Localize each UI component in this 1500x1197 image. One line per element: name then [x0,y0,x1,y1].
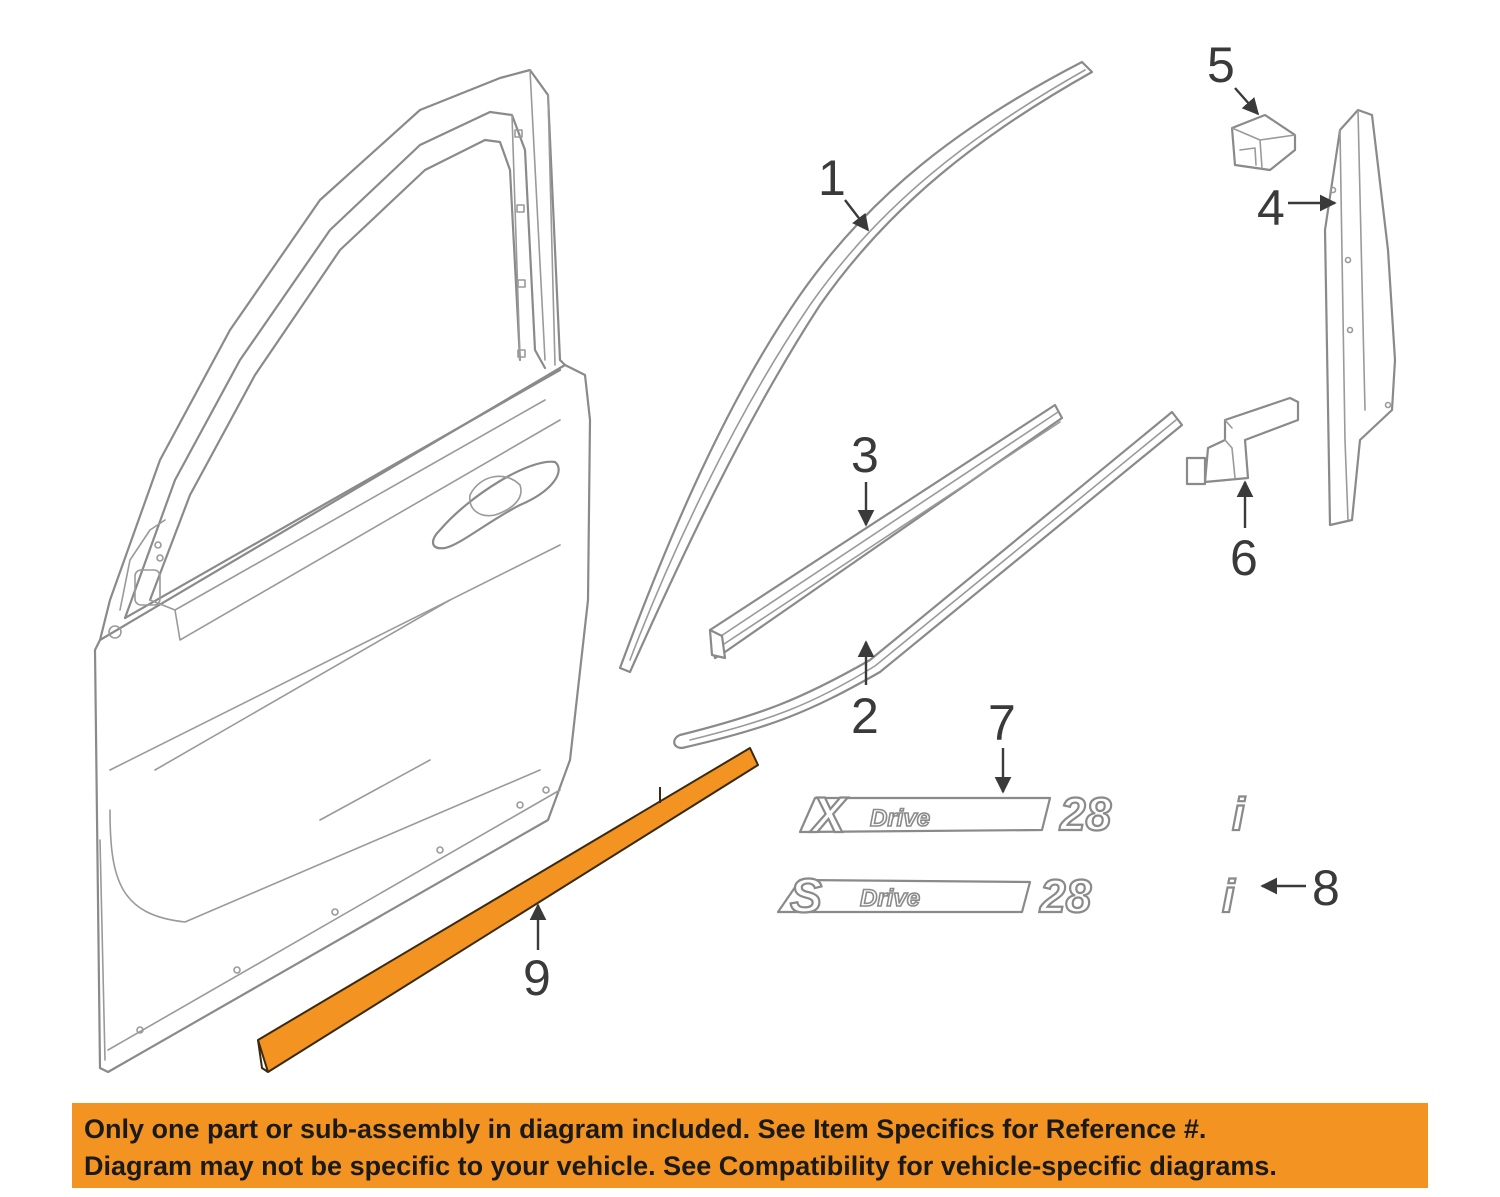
callout-7-number: 7 [988,695,1016,751]
part-8-sdrive-emblem: S Drive 28 i [776,869,1237,924]
part-4-pillar-applique [1323,108,1397,527]
callout-6-number: 6 [1230,530,1258,586]
callout-1: 1 [818,150,870,232]
callout-4: 4 [1257,180,1337,236]
part-2-belt-molding [673,410,1184,750]
callout-9: 9 [523,903,551,1006]
callout-5-number: 5 [1207,37,1235,93]
callout-5: 5 [1207,37,1260,116]
emblem-x-model: 28 [1059,788,1112,840]
disclaimer-line-2: Diagram may not be specific to your vehi… [84,1151,1277,1181]
disclaimer-line-1: Only one part or sub-assembly in diagram… [84,1114,1207,1144]
emblem-s-suffix: i [1222,870,1236,922]
emblem-s-prefix: S [790,870,822,923]
disclaimer-banner: Only one part or sub-assembly in diagram… [72,1103,1428,1188]
callout-2-number: 2 [851,688,879,744]
part-3-weatherstrip [708,403,1064,660]
part-7-xdrive-emblem: X Drive 28 i [798,786,1247,844]
callout-9-number: 9 [523,950,551,1006]
part-1-frame-molding [618,60,1094,674]
callout-2: 2 [851,640,879,744]
callout-6: 6 [1230,480,1258,586]
emblem-s-drive: Drive [860,885,920,912]
callout-1-number: 1 [818,150,846,206]
front-door-illustration [93,68,592,1074]
part-9-rocker-molding-highlighted [257,747,759,1073]
callout-4-number: 4 [1257,180,1285,236]
emblem-s-model: 28 [1039,870,1092,922]
part-5-clip [1230,113,1297,172]
callout-8-number: 8 [1312,860,1340,916]
part-6-bracket [1185,396,1300,486]
emblem-x-suffix: i [1232,788,1246,840]
callout-3: 3 [851,427,879,527]
callout-3-number: 3 [851,427,879,483]
emblem-x-prefix: X [809,787,848,843]
callout-8: 8 [1260,860,1340,916]
callout-7: 7 [988,695,1016,794]
emblem-x-drive: Drive [870,805,930,832]
